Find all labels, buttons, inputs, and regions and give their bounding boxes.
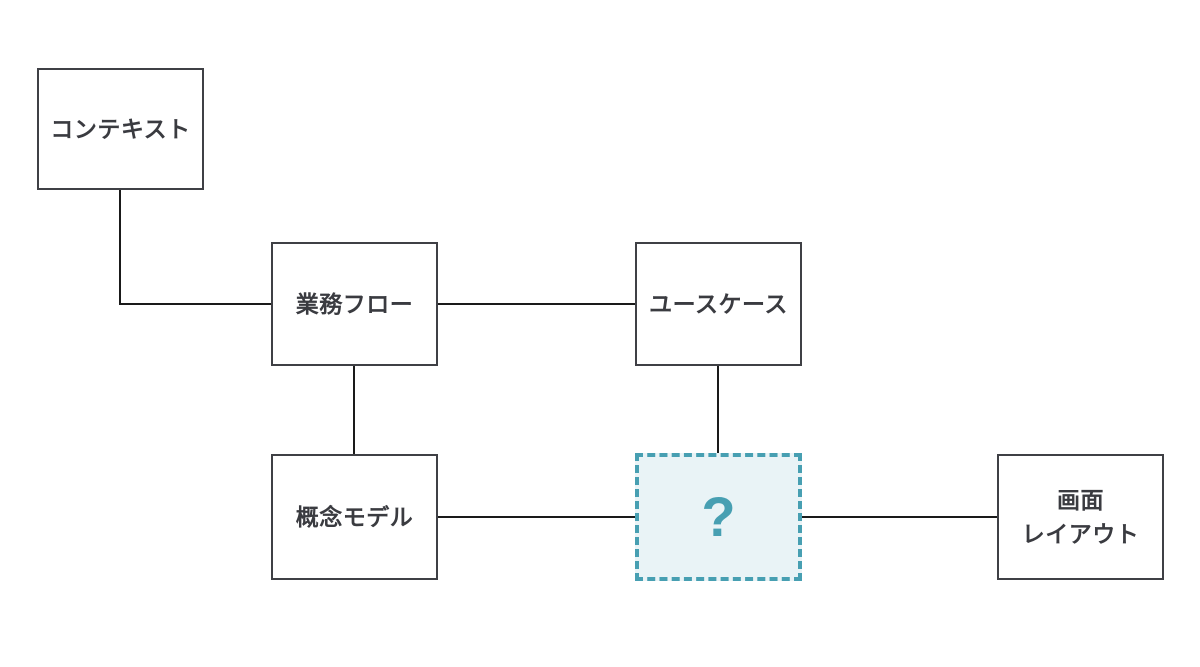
node-business-flow-label: 業務フロー (295, 290, 414, 317)
node-concept-model-label: 概念モデル (295, 503, 414, 530)
node-context: コンテキスト (37, 68, 204, 190)
node-unknown-placeholder: ? (635, 453, 802, 581)
node-context-label: コンテキスト (50, 115, 191, 142)
node-unknown-label: ? (701, 485, 736, 548)
node-screen-layout-label: 画面 レイアウト (1021, 486, 1140, 548)
node-concept-model: 概念モデル (271, 454, 438, 580)
node-business-flow: 業務フロー (271, 242, 438, 366)
connector-context-business-flow (119, 190, 271, 305)
node-use-case: ユースケース (635, 242, 802, 366)
node-use-case-label: ユースケース (649, 290, 788, 317)
node-screen-layout: 画面 レイアウト (997, 454, 1164, 580)
